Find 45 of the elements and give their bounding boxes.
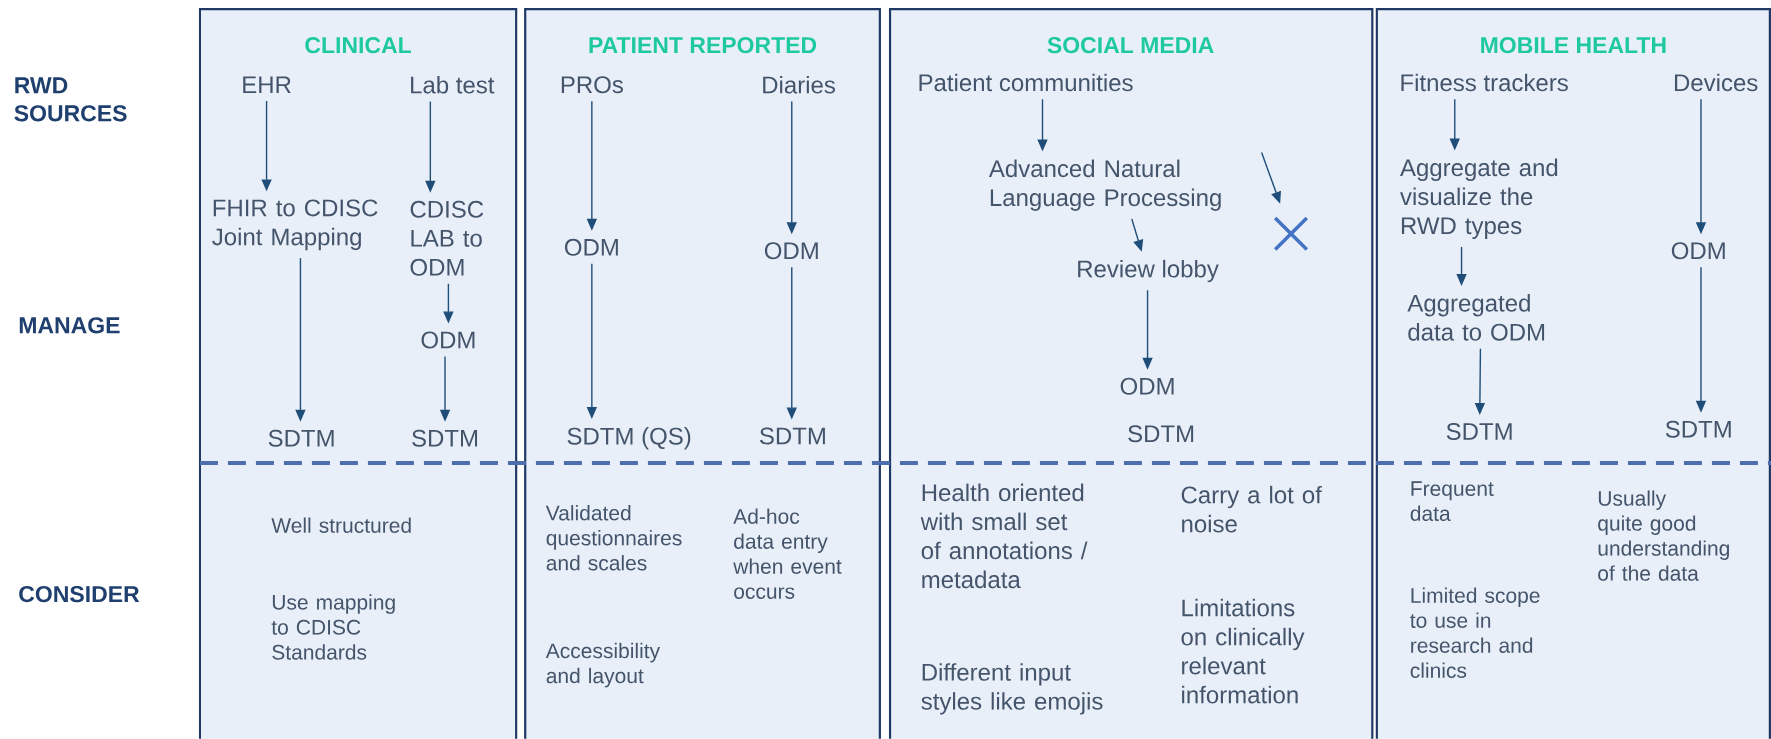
note-text: Usually quite good understanding of the data <box>1598 490 1729 581</box>
note-text: Limited scope to use in research and clinics <box>1410 587 1540 679</box>
step-text: SDTM <box>268 429 334 447</box>
row-label: RWD SOURCES <box>14 77 127 122</box>
step-text: Advanced Natural Language Processing <box>988 159 1221 212</box>
note-text: Ad-hoc data entry when event occurs <box>733 508 842 600</box>
step-text: Aggregate and visualize the RWD types <box>1400 158 1558 240</box>
step-text: Aggregated data to ODM <box>1407 294 1545 341</box>
step-text: SDTM <box>412 429 478 447</box>
note-text: Frequent data <box>1410 481 1494 522</box>
step-text: ODM <box>1120 377 1174 395</box>
note-text: Carry a lot of noise <box>1181 486 1322 533</box>
column-heading: MOBILE HEALTH <box>1481 37 1666 54</box>
step-text: SDTM <box>1446 423 1512 441</box>
note-text: Use mapping to CDISC Standards <box>271 594 395 660</box>
step-text: Devices <box>1674 73 1758 92</box>
step-text: SDTM <box>1128 425 1194 443</box>
column-heading: CLINICAL <box>305 37 411 54</box>
column-heading: PATIENT REPORTED <box>589 37 817 54</box>
step-text: ODM <box>1671 242 1725 260</box>
note-text: Validated questionnaires and scales <box>545 505 682 571</box>
step-text: Patient communities <box>919 73 1133 92</box>
column-heading: SOCIAL MEDIA <box>1047 37 1214 54</box>
note-text: Limitations on clinically relevant information <box>1181 599 1305 704</box>
row-label: MANAGE <box>19 317 120 334</box>
step-text: ODM <box>764 242 818 260</box>
step-text: SDTM <box>1665 420 1731 438</box>
note-text: Accessibility and layout <box>545 643 661 688</box>
step-text: FHIR to CDISC Joint Mapping <box>212 199 378 251</box>
step-text: Diaries <box>763 76 835 94</box>
step-text: PROs <box>561 76 623 94</box>
step-text: ODM <box>421 331 475 349</box>
step-text: SDTM (QS) <box>567 427 691 450</box>
note-text: Well structured <box>271 517 411 534</box>
note-text: Health oriented with small set of annotations / metadata <box>920 483 1088 589</box>
step-text: ODM <box>565 239 618 256</box>
step-text: Review lobby <box>1078 260 1219 283</box>
step-text: CDISC LAB to ODM <box>410 201 484 276</box>
step-text: Fitness trackers <box>1401 73 1568 92</box>
step-text: SDTM <box>760 427 825 445</box>
cross-mark <box>1273 216 1309 251</box>
row-label: CONSIDER <box>19 586 140 603</box>
step-text: EHR <box>243 76 291 94</box>
step-text: Lab test <box>411 76 495 94</box>
note-text: Different input styles like emojis <box>921 663 1103 715</box>
